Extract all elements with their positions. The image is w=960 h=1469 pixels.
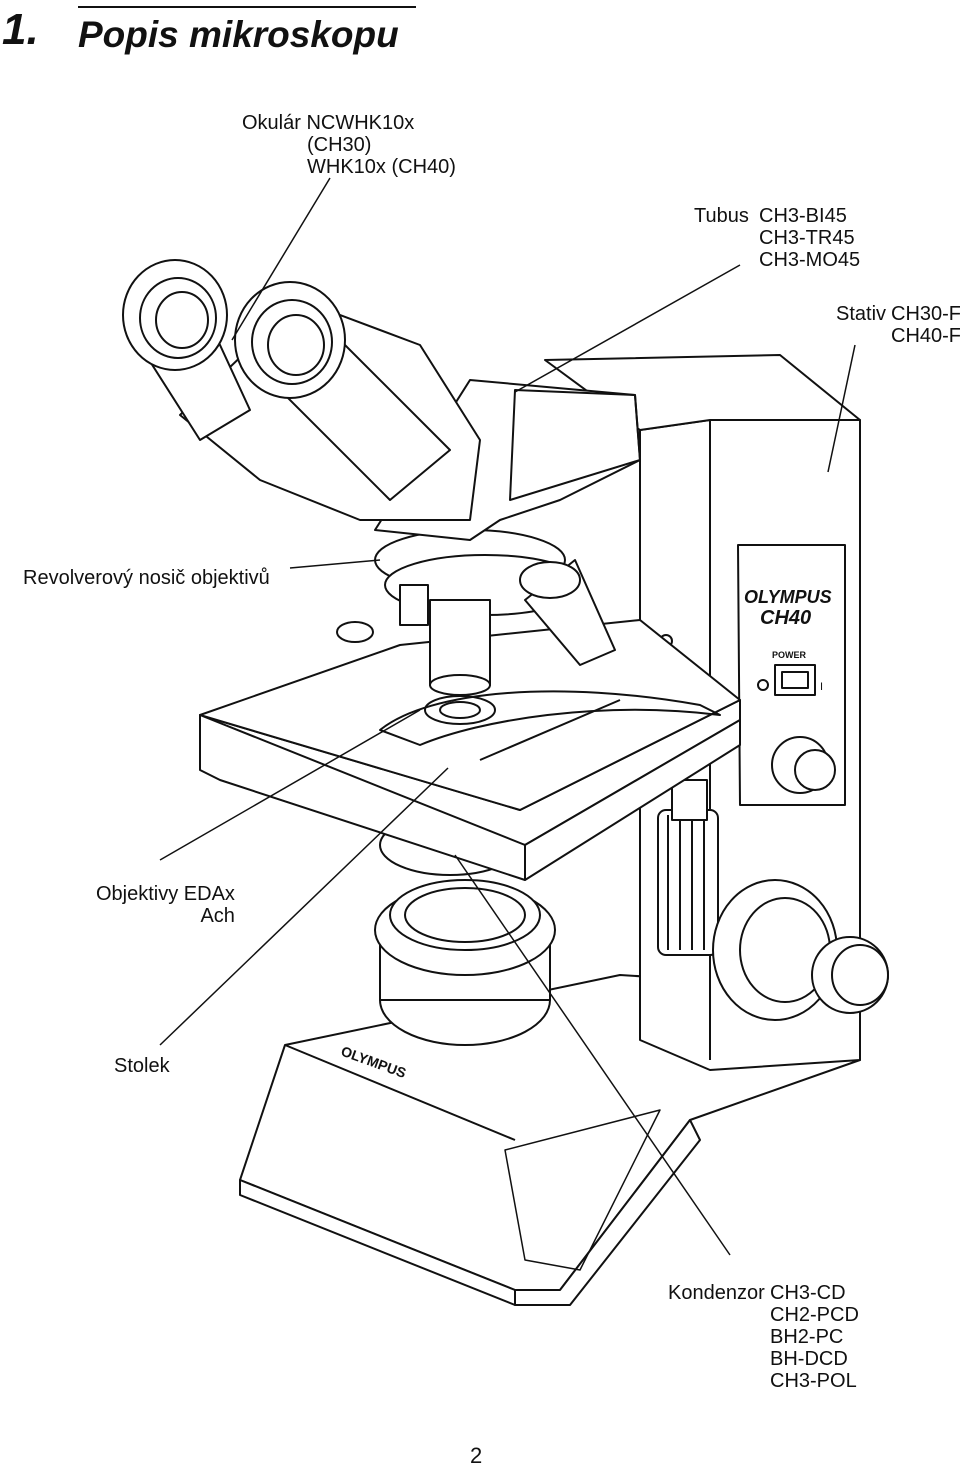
stage	[199, 619, 741, 881]
label-stolek-text: Stolek	[114, 1055, 170, 1077]
label-stativ-line1: CH30-F	[891, 303, 960, 325]
focus-knobs	[657, 779, 889, 1021]
label-objektivy-line2: Ach	[200, 905, 235, 927]
label-stativ-line2: CH40-F	[891, 325, 960, 347]
label-stativ-prefix: Stativ	[836, 303, 887, 325]
label-revolver: Revolverový nosič objektivů	[23, 567, 270, 589]
label-tubus-line3: CH3-MO45	[759, 249, 861, 271]
label-tubus: Tubus CH3-BI45 CH3-TR45 CH3-MO45	[694, 205, 860, 271]
label-kondenzor-line1: CH3-CD	[770, 1282, 846, 1304]
label-tubus-prefix: Tubus	[694, 205, 749, 227]
label-okular-line1: Okulár NCWHK10x	[242, 112, 415, 134]
label-stativ: Stativ CH30-F CH40-F	[836, 303, 960, 347]
label-objektivy-line1: Objektivy EDAx	[96, 883, 235, 905]
power-label: POWER	[772, 650, 807, 660]
label-okular: Okulár NCWHK10x (CH30) WHK10x (CH40)	[242, 112, 456, 178]
label-revolver-text: Revolverový nosič objektivů	[23, 567, 270, 589]
label-okular-line2: (CH30)	[307, 134, 372, 156]
nosepiece-objectives	[374, 529, 616, 696]
leader-lines	[159, 177, 856, 1256]
label-kondenzor-line2: CH2-PCD	[770, 1304, 859, 1326]
switch-mark: I	[820, 681, 823, 693]
section-title: Popis mikroskopu	[78, 14, 399, 55]
label-okular-line3: WHK10x (CH40)	[307, 156, 456, 178]
label-kondenzor-line3: BH2-PC	[770, 1326, 844, 1348]
heading-rule	[78, 6, 416, 8]
label-kondenzor-line5: CH3-POL	[770, 1370, 857, 1392]
panel-brand-text: OLYMPUS	[744, 587, 832, 607]
section-heading: 1. Popis mikroskopu	[0, 0, 430, 62]
section-number: 1.	[2, 5, 39, 54]
left-eyepiece	[122, 259, 251, 441]
label-tubus-line2: CH3-TR45	[759, 227, 855, 249]
label-kondenzor: Kondenzor CH3-CD CH2-PCD BH2-PC BH-DCD C…	[668, 1282, 859, 1392]
label-kondenzor-prefix: Kondenzor	[668, 1282, 765, 1304]
page-number: 2	[470, 1443, 483, 1468]
label-kondenzor-line4: BH-DCD	[770, 1348, 848, 1370]
label-stolek: Stolek	[114, 1055, 170, 1077]
label-tubus-line1: CH3-BI45	[759, 205, 847, 227]
label-objektivy: Objektivy EDAx Ach	[96, 883, 235, 927]
right-eyepiece	[234, 281, 451, 501]
panel-model-text: CH40	[760, 607, 811, 629]
binocular-head	[122, 259, 641, 541]
